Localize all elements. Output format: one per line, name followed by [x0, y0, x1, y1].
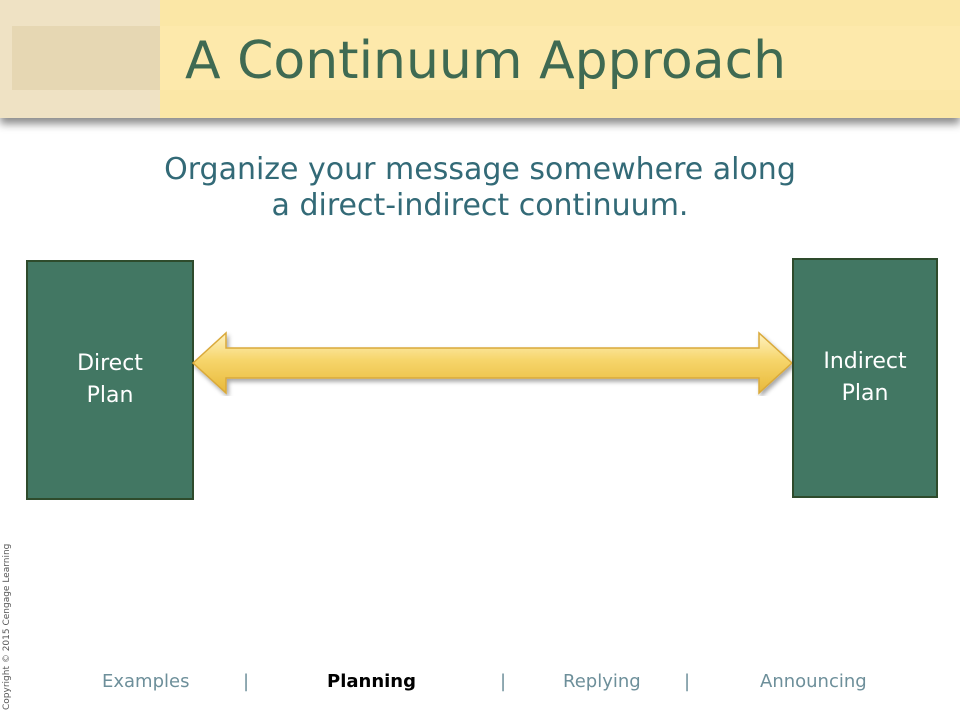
- nav-separator: |: [243, 671, 250, 692]
- nav-planning[interactable]: Planning: [327, 671, 417, 692]
- direct-plan-line-2: Plan: [86, 383, 134, 408]
- title-accent-block: [0, 0, 160, 118]
- subtitle-line-1: Organize your message somewhere along: [164, 152, 796, 187]
- direct-plan-line-1: Direct: [77, 351, 143, 376]
- title-band: [0, 0, 960, 118]
- nav-replying[interactable]: Replying: [563, 671, 641, 692]
- nav-examples[interactable]: Examples: [102, 671, 190, 692]
- double-arrow-icon: [191, 331, 794, 395]
- title-accent-inner: [12, 26, 160, 90]
- nav-separator: |: [684, 671, 691, 692]
- indirect-plan-line-1: Indirect: [823, 349, 907, 374]
- copyright-text: Copyright © 2015 Cengage Learning: [2, 543, 12, 710]
- indirect-plan-line-2: Plan: [841, 381, 889, 406]
- slide-title: A Continuum Approach: [185, 31, 787, 91]
- subtitle-line-2: a direct-indirect continuum.: [271, 188, 689, 223]
- subtitle: Organize your message somewhere along a …: [120, 152, 840, 224]
- indirect-plan-box: Indirect Plan: [792, 258, 938, 498]
- nav-announcing[interactable]: Announcing: [760, 671, 867, 692]
- direct-plan-box: Direct Plan: [26, 260, 194, 500]
- title-band-inner: [160, 26, 960, 90]
- nav-separator: |: [500, 671, 507, 692]
